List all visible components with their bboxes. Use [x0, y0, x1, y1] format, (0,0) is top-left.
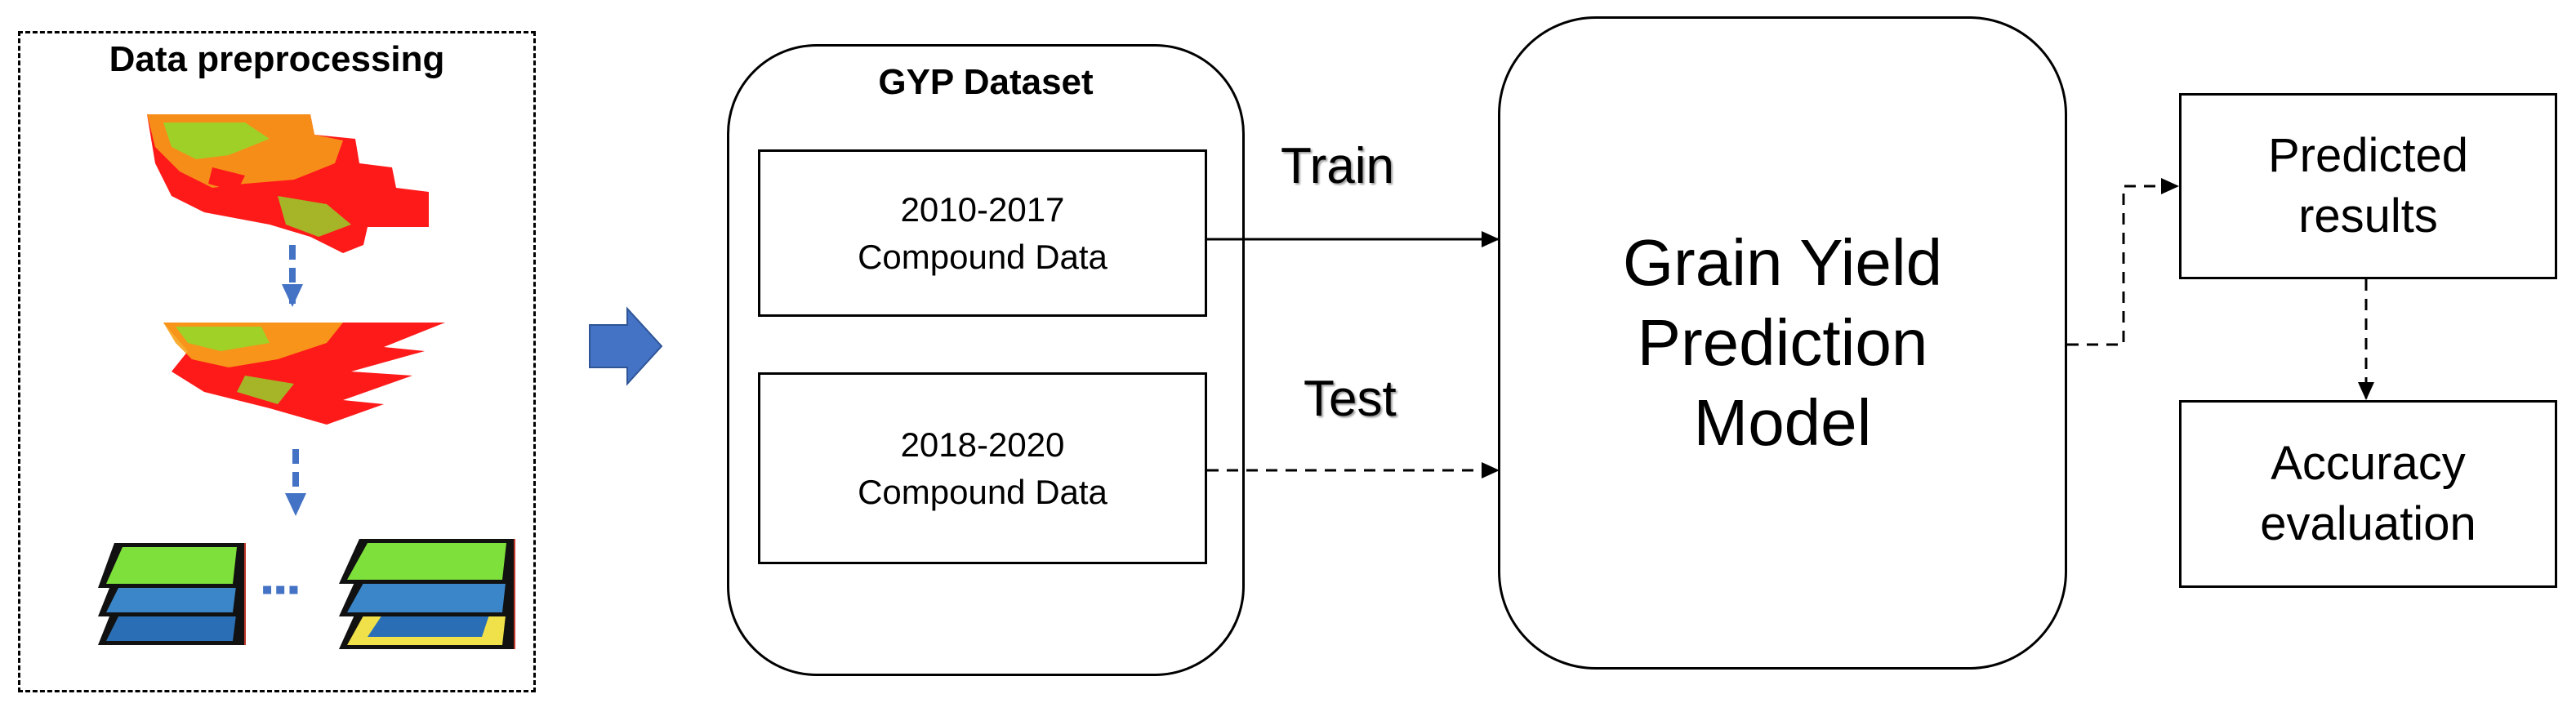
block-arrow-right-icon	[589, 306, 663, 386]
model-to-results-arrow	[2067, 178, 2179, 346]
model-line-3: Model	[1693, 386, 1872, 459]
test-data-box: 2018-2020 Compound Data	[758, 372, 1207, 564]
accuracy-line-2: evaluation	[2260, 497, 2476, 550]
preprocessing-title: Data preprocessing	[109, 39, 445, 79]
accuracy-evaluation-box: Accuracy evaluation	[2179, 400, 2557, 588]
train-label: Train	[1281, 138, 1394, 194]
train-data-years: 2010-2017	[900, 189, 1065, 229]
predicted-line-2: results	[2298, 189, 2438, 243]
predicted-line-1: Predicted	[2267, 129, 2469, 182]
train-data-label: Compound Data	[858, 237, 1108, 276]
layered-raster-stack-icon	[98, 539, 515, 649]
clipped-map-stack-icon	[163, 323, 445, 425]
model-line-1: Grain Yield	[1622, 226, 1943, 299]
test-data-label: Compound Data	[858, 472, 1108, 511]
dataset-container	[727, 44, 1245, 676]
accuracy-line-1: Accuracy	[2271, 437, 2466, 490]
dataset-title: GYP Dataset	[878, 62, 1094, 102]
raw-map-stack-icon	[147, 114, 429, 253]
test-label: Test	[1304, 371, 1397, 427]
train-data-box: 2010-2017 Compound Data	[758, 149, 1207, 317]
ellipsis-dots: ▪▪▪	[261, 572, 301, 607]
model-line-2: Prediction	[1637, 306, 1928, 379]
prediction-model-box: Grain Yield Prediction Model	[1498, 16, 2067, 670]
test-data-years: 2018-2020	[900, 425, 1065, 464]
predicted-results-box: Predicted results	[2179, 93, 2557, 279]
preprocessing-panel	[18, 31, 536, 692]
